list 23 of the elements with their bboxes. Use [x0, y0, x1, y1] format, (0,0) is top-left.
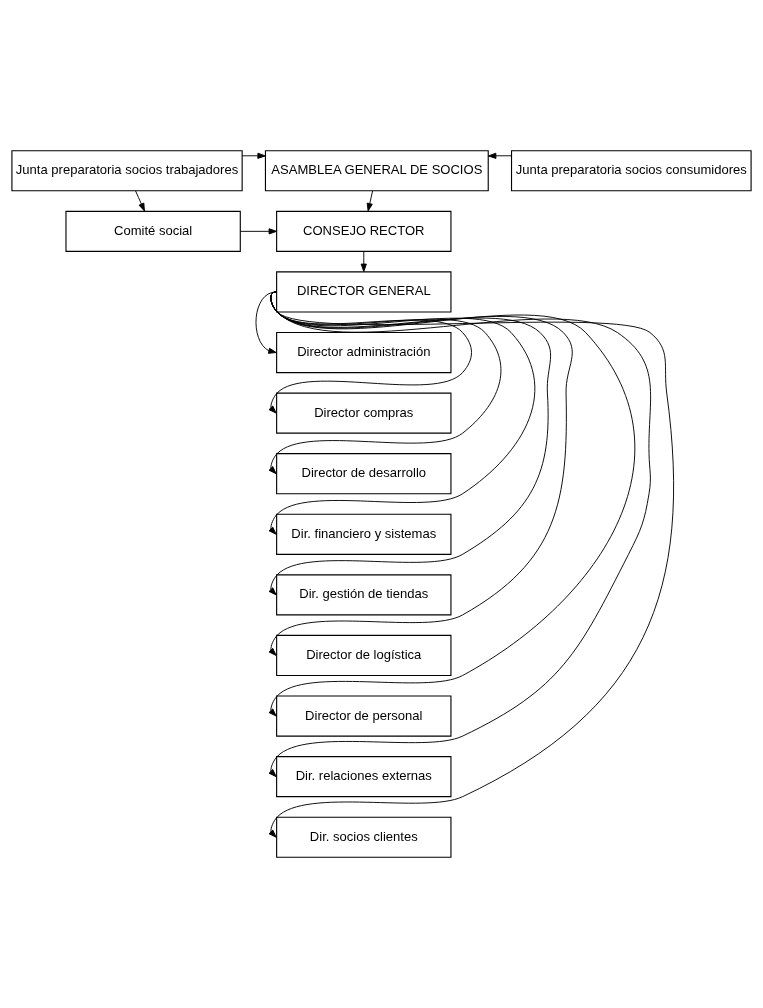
node-box: Dir. gestión de tiendas — [276, 574, 452, 616]
arrow — [255, 291, 277, 354]
node-box: Director de desarrollo — [276, 453, 452, 495]
node-box: Junta preparatoria socios consumidores — [510, 150, 752, 192]
arrow — [241, 152, 266, 159]
node-box: Director administración — [276, 331, 452, 374]
node-box: Comité social — [65, 210, 241, 252]
node-box: Director de personal — [276, 695, 452, 737]
arrow — [487, 152, 512, 159]
node-box: ASAMBLEA GENERAL DE SOCIOS — [264, 150, 489, 192]
arrow — [360, 251, 367, 272]
node-box: Director de logística — [276, 634, 452, 677]
arrow — [268, 291, 675, 838]
node-box: CONSEJO RECTOR — [276, 210, 452, 252]
node-box: Junta preparatoria socios trabajadores — [11, 150, 243, 192]
node-box: DIRECTOR GENERAL — [276, 271, 452, 313]
node-box: Dir. socios clientes — [276, 816, 452, 858]
arrow — [366, 190, 374, 212]
node-box: Dir. relaciones externas — [276, 756, 452, 798]
arrow — [135, 190, 145, 212]
node-box: Director compras — [276, 392, 452, 434]
arrow — [239, 228, 277, 235]
node-box: Dir. financiero y sistemas — [276, 513, 452, 555]
